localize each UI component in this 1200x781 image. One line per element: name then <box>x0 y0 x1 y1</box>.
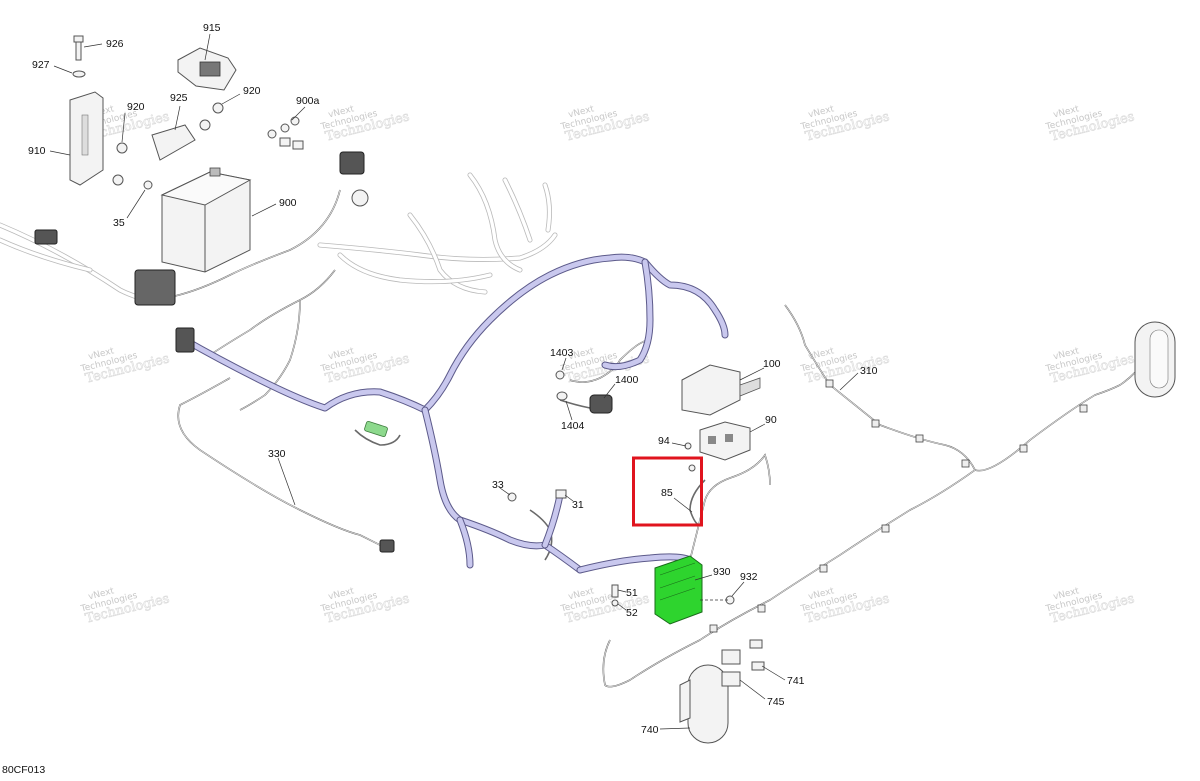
bolt-31 <box>555 489 567 499</box>
callout-927[interactable]: 927 <box>32 59 50 71</box>
callout-33[interactable]: 33 <box>492 479 504 491</box>
nut-920-right <box>212 102 224 114</box>
callout-94[interactable]: 94 <box>658 435 670 447</box>
relay-90 <box>699 421 751 461</box>
callout-910[interactable]: 910 <box>28 145 46 157</box>
leader-lines <box>49 33 859 730</box>
sensor-1400 <box>555 370 613 414</box>
module-100 <box>681 364 761 416</box>
callout-920-left[interactable]: 920 <box>127 101 145 113</box>
callout-915[interactable]: 915 <box>203 22 221 34</box>
callout-35[interactable]: 35 <box>113 217 125 229</box>
callout-926[interactable]: 926 <box>106 38 124 50</box>
hardware-900a <box>267 116 304 150</box>
callout-1404[interactable]: 1404 <box>561 420 585 432</box>
callout-741[interactable]: 741 <box>787 675 805 687</box>
plate-925 <box>151 124 196 161</box>
callout-51[interactable]: 51 <box>626 587 638 599</box>
callout-900[interactable]: 900 <box>279 197 297 209</box>
wiring <box>174 189 1146 688</box>
bracket-741-top <box>721 649 741 665</box>
callout-740[interactable]: 740 <box>641 724 659 736</box>
callout-745[interactable]: 745 <box>767 696 785 708</box>
callout-925[interactable]: 925 <box>170 92 188 104</box>
highlight-box-85 <box>632 456 703 527</box>
bolt-926 <box>73 35 84 61</box>
callout-90[interactable]: 90 <box>765 414 777 426</box>
callout-900a[interactable]: 900a <box>296 95 320 107</box>
parts <box>34 35 1176 744</box>
light-740 <box>679 664 729 744</box>
callout-310[interactable]: 310 <box>860 365 878 377</box>
callout-930[interactable]: 930 <box>713 566 731 578</box>
main-harness <box>181 253 729 574</box>
callout-932[interactable]: 932 <box>740 571 758 583</box>
callout-920-right[interactable]: 920 <box>243 85 261 97</box>
diagram-code: 80CF013 <box>2 764 46 776</box>
callout-330[interactable]: 330 <box>268 448 286 460</box>
callout-52[interactable]: 52 <box>626 607 638 619</box>
callout-85[interactable]: 85 <box>661 487 673 499</box>
fuse-box-connector <box>134 269 176 306</box>
bracket-745 <box>721 671 741 687</box>
nut-35 <box>143 180 153 190</box>
module-930-highlighted <box>654 555 703 625</box>
callout-1400[interactable]: 1400 <box>615 374 639 386</box>
callout-100[interactable]: 100 <box>763 358 781 370</box>
callout-1403[interactable]: 1403 <box>550 347 574 359</box>
nut-920-left <box>116 142 128 154</box>
callout-31[interactable]: 31 <box>572 499 584 511</box>
battery-900 <box>160 167 252 273</box>
bolt-51 <box>611 584 619 598</box>
callout-labels: 926 927 915 920 920 925 900a 910 35 900 … <box>28 22 878 736</box>
washer-927 <box>72 70 86 78</box>
nut-52 <box>611 599 619 607</box>
connector-330 <box>379 539 395 553</box>
light-310 <box>1134 321 1176 398</box>
ghost-frame <box>0 172 558 305</box>
